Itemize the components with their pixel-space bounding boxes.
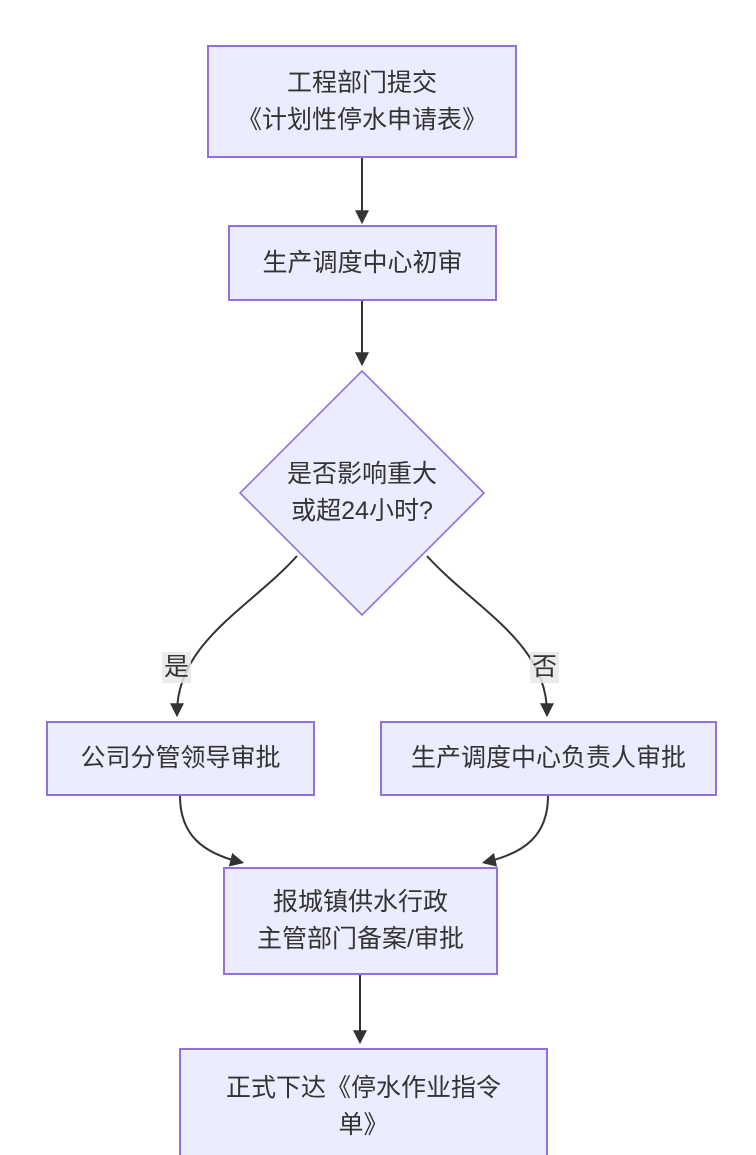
node-label-line: 报城镇供水行政 — [272, 888, 448, 916]
node-label-line: 正式下达《停水作业指令 — [225, 1074, 501, 1102]
node-decision: 是否影响重大 或超24小时? — [237, 454, 487, 532]
node-label-line: 工程部门提交 — [286, 68, 437, 97]
node-submit-application: 工程部门提交 《计划性停水申请表》 — [207, 45, 517, 158]
node-label-line: 或超24小时? — [291, 497, 433, 525]
node-initial-review: 生产调度中心初审 — [228, 225, 497, 301]
edge-leader-to-filing — [179, 795, 245, 867]
node-label-line: 主管部门备案/审批 — [257, 925, 464, 953]
edge-decision-to-chief — [426, 555, 554, 718]
node-label-line: 《计划性停水申请表》 — [236, 105, 487, 134]
edge-label-yes: 是 — [162, 652, 192, 683]
node-leader-approval: 公司分管领导审批 — [46, 721, 315, 796]
decision-diamond-shape — [238, 369, 486, 617]
node-center-head-approval: 生产调度中心负责人审批 — [380, 721, 717, 796]
node-label-line: 是否影响重大 — [286, 460, 437, 488]
edge-decision-to-leader — [170, 555, 298, 718]
node-label-line: 生产调度中心初审 — [262, 248, 463, 277]
node-label-line: 公司分管领导审批 — [80, 744, 281, 772]
node-label-line: 生产调度中心负责人审批 — [410, 744, 686, 772]
edge-label-no: 否 — [530, 652, 560, 683]
node-issue-order: 正式下达《停水作业指令 单》 — [179, 1048, 548, 1155]
node-label-line: 单》 — [338, 1111, 389, 1139]
edge-chief-to-filing — [481, 795, 549, 867]
node-government-filing: 报城镇供水行政 主管部门备案/审批 — [223, 867, 498, 975]
